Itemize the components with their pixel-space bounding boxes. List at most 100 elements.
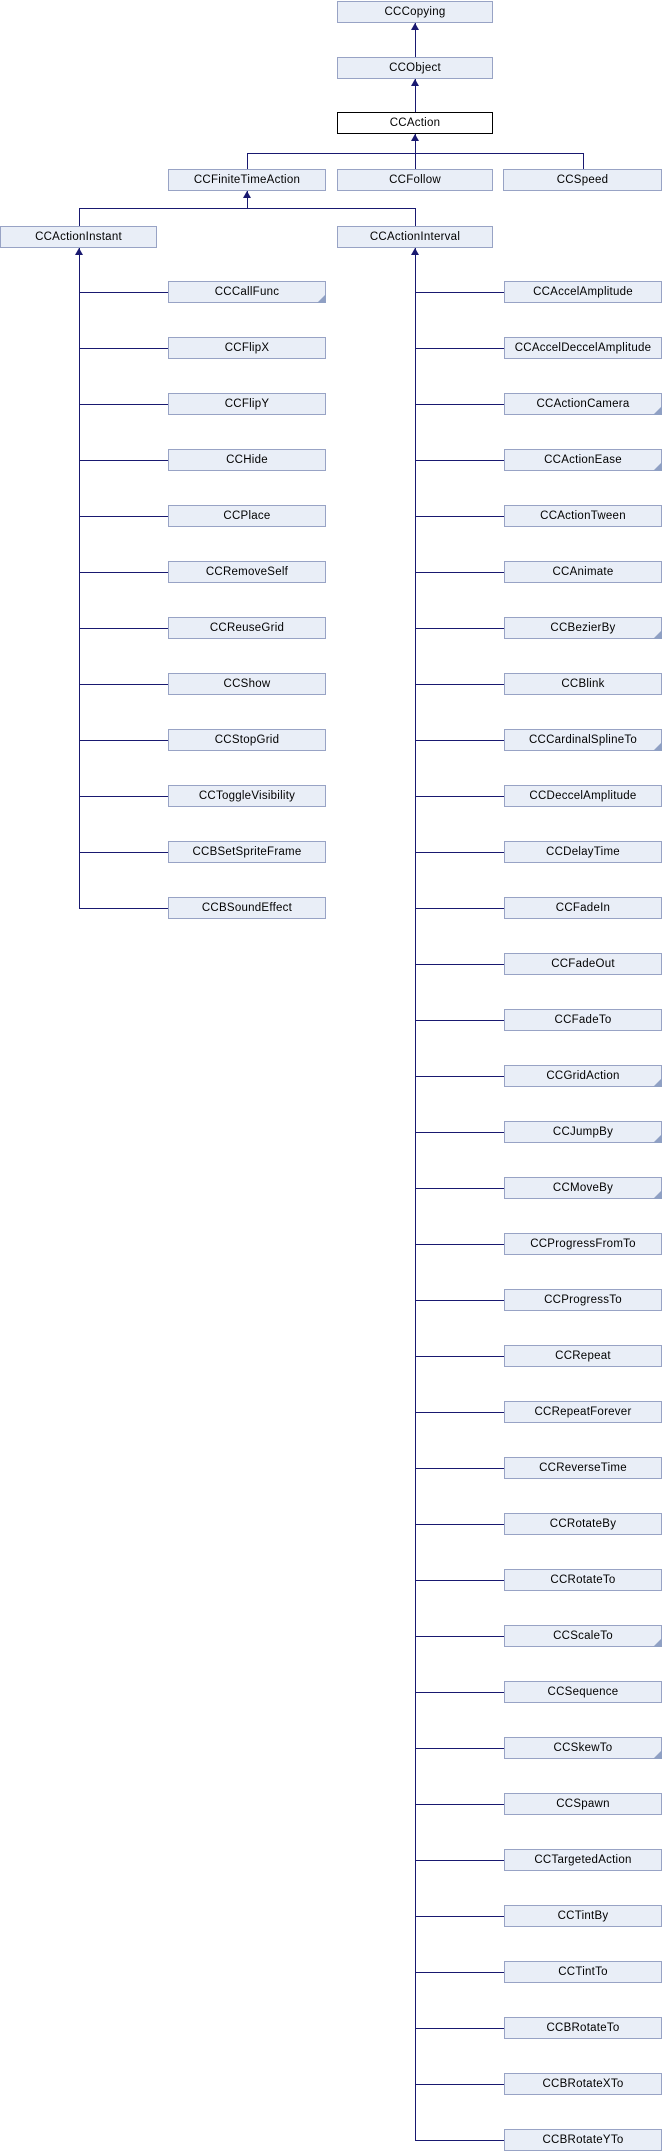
class-node-ccfinitetimeaction[interactable]: CCFiniteTimeAction: [168, 169, 326, 191]
class-label: CCReuseGrid: [209, 622, 285, 634]
class-node-ccfadeout[interactable]: CCFadeOut: [504, 953, 662, 975]
edge-line-horizontal: [79, 572, 168, 573]
class-node-ccscaleto[interactable]: CCScaleTo: [504, 1625, 662, 1647]
folded-corner-icon: [653, 630, 662, 639]
class-node-ccblink[interactable]: CCBlink: [504, 673, 662, 695]
class-node-ccobject[interactable]: CCObject: [337, 57, 493, 79]
edge-line-horizontal: [415, 684, 504, 685]
class-node-cctintby[interactable]: CCTintBy: [504, 1905, 662, 1927]
class-node-cccopying[interactable]: CCCopying: [337, 1, 493, 23]
class-label: CCSkewTo: [553, 1742, 613, 1754]
class-node-ccrotateby[interactable]: CCRotateBy: [504, 1513, 662, 1535]
folded-corner-icon: [653, 1134, 662, 1143]
class-label: CCPlace: [223, 510, 271, 522]
edge-line-horizontal: [79, 516, 168, 517]
class-node-ccreversetime[interactable]: CCReverseTime: [504, 1457, 662, 1479]
class-node-ccrepeat[interactable]: CCRepeat: [504, 1345, 662, 1367]
class-node-ccflipy[interactable]: CCFlipY: [168, 393, 326, 415]
arrow-up-icon: [411, 248, 419, 255]
folded-corner-icon: [653, 406, 662, 415]
edge-line-horizontal: [415, 2028, 504, 2029]
class-node-ccbsoundeffect[interactable]: CCBSoundEffect: [168, 897, 326, 919]
class-node-ccacceldeccelamplitude[interactable]: CCAccelDeccelAmplitude: [504, 337, 662, 359]
class-label: CCSpeed: [556, 174, 609, 186]
class-node-ccfadein[interactable]: CCFadeIn: [504, 897, 662, 919]
class-node-ccspawn[interactable]: CCSpawn: [504, 1793, 662, 1815]
class-node-ccplace[interactable]: CCPlace: [168, 505, 326, 527]
class-label: CCRepeatForever: [534, 1406, 632, 1418]
edge-line-horizontal: [79, 908, 168, 909]
edge-line-vertical: [583, 153, 584, 169]
arrow-up-icon: [411, 23, 419, 30]
class-node-ccdeccelamplitude[interactable]: CCDeccelAmplitude: [504, 785, 662, 807]
arrow-up-icon: [411, 134, 419, 141]
class-label: CCBSoundEffect: [201, 902, 293, 914]
class-label: CCReverseTime: [539, 1462, 627, 1474]
edge-line-horizontal: [415, 964, 504, 965]
class-node-ccactiontween[interactable]: CCActionTween: [504, 505, 662, 527]
class-node-ccbezierby[interactable]: CCBezierBy: [504, 617, 662, 639]
folded-corner-icon: [653, 1190, 662, 1199]
edge-line-vertical: [79, 248, 80, 909]
class-node-ccflipx[interactable]: CCFlipX: [168, 337, 326, 359]
class-node-ccmoveby[interactable]: CCMoveBy: [504, 1177, 662, 1199]
class-label: CCCardinalSplineTo: [528, 734, 638, 746]
class-node-cccallfunc[interactable]: CCCallFunc: [168, 281, 326, 303]
class-node-ccshow[interactable]: CCShow: [168, 673, 326, 695]
arrow-up-icon: [75, 248, 83, 255]
class-node-ccremoveself[interactable]: CCRemoveSelf: [168, 561, 326, 583]
class-node-ccprogressto[interactable]: CCProgressTo: [504, 1289, 662, 1311]
class-label: CCAccelDeccelAmplitude: [514, 342, 652, 354]
class-node-cccardinalsplineto[interactable]: CCCardinalSplineTo: [504, 729, 662, 751]
class-node-cchide[interactable]: CCHide: [168, 449, 326, 471]
edge-line-horizontal: [415, 460, 504, 461]
class-node-ccbrotatexto[interactable]: CCBRotateXTo: [504, 2073, 662, 2095]
class-label: CCBRotateTo: [546, 2022, 620, 2034]
folded-corner-icon: [653, 1750, 662, 1759]
class-label: CCBSetSpriteFrame: [192, 846, 302, 858]
class-node-ccbsetspriteframe[interactable]: CCBSetSpriteFrame: [168, 841, 326, 863]
class-node-ccfadeto[interactable]: CCFadeTo: [504, 1009, 662, 1031]
class-node-cctargetedaction[interactable]: CCTargetedAction: [504, 1849, 662, 1871]
class-label: CCActionInstant: [35, 231, 122, 243]
class-node-ccactionease[interactable]: CCActionEase: [504, 449, 662, 471]
folded-corner-icon: [653, 742, 662, 751]
class-node-ccfollow[interactable]: CCFollow: [337, 169, 493, 191]
class-node-cctintto[interactable]: CCTintTo: [504, 1961, 662, 1983]
class-node-cctogglevisibility[interactable]: CCToggleVisibility: [168, 785, 326, 807]
class-label: CCObject: [389, 62, 441, 74]
class-node-ccbrotateto[interactable]: CCBRotateTo: [504, 2017, 662, 2039]
class-label: CCFadeTo: [554, 1014, 612, 1026]
edge-line-horizontal: [415, 1916, 504, 1917]
class-node-ccsequence[interactable]: CCSequence: [504, 1681, 662, 1703]
class-node-ccjumpby[interactable]: CCJumpBy: [504, 1121, 662, 1143]
class-node-ccanimate[interactable]: CCAnimate: [504, 561, 662, 583]
class-node-ccdelaytime[interactable]: CCDelayTime: [504, 841, 662, 863]
edge-line-horizontal: [415, 1748, 504, 1749]
edge-line-horizontal: [415, 1580, 504, 1581]
class-node-ccprogressfromto[interactable]: CCProgressFromTo: [504, 1233, 662, 1255]
class-node-ccgridaction[interactable]: CCGridAction: [504, 1065, 662, 1087]
edge-line-horizontal: [415, 1972, 504, 1973]
edge-line-horizontal: [415, 852, 504, 853]
edge-line-horizontal: [415, 628, 504, 629]
edge-line-vertical: [415, 79, 416, 112]
class-node-ccactioninstant[interactable]: CCActionInstant: [0, 226, 157, 248]
class-node-ccrepeatforever[interactable]: CCRepeatForever: [504, 1401, 662, 1423]
class-node-ccspeed[interactable]: CCSpeed: [503, 169, 662, 191]
edge-line-horizontal: [415, 796, 504, 797]
class-node-ccstopgrid[interactable]: CCStopGrid: [168, 729, 326, 751]
class-node-ccactioncamera[interactable]: CCActionCamera: [504, 393, 662, 415]
edge-line-horizontal: [79, 348, 168, 349]
class-label: CCJumpBy: [552, 1126, 614, 1138]
edge-line-horizontal: [415, 1188, 504, 1189]
class-node-ccreusegrid[interactable]: CCReuseGrid: [168, 617, 326, 639]
class-node-ccskewto[interactable]: CCSkewTo: [504, 1737, 662, 1759]
class-node-ccaccelamplitude[interactable]: CCAccelAmplitude: [504, 281, 662, 303]
class-node-ccactioninterval[interactable]: CCActionInterval: [337, 226, 493, 248]
class-label: CCFlipY: [224, 398, 270, 410]
class-node-ccrotateto[interactable]: CCRotateTo: [504, 1569, 662, 1591]
edge-line-horizontal: [79, 404, 168, 405]
class-label: CCFadeOut: [551, 958, 615, 970]
class-node-ccbrotateyto[interactable]: CCBRotateYTo: [504, 2129, 662, 2151]
